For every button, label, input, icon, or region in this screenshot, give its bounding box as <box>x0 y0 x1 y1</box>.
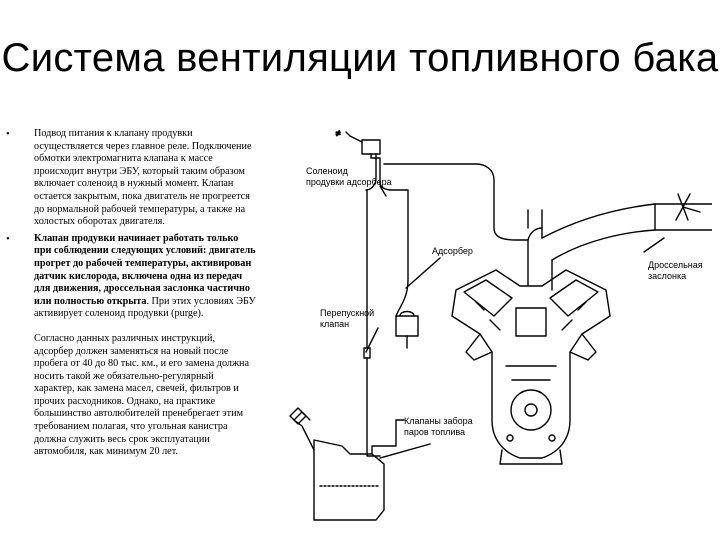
bullet-marker: • <box>6 128 10 140</box>
bullet-2-extra-text: Согласно данных различных инструкций, ад… <box>34 332 250 458</box>
bullet-2-text: Клапан продувки начинает работать только… <box>34 233 256 321</box>
intake-duct <box>541 203 712 261</box>
svg-text:≠: ≠ <box>336 129 341 138</box>
label-solenoid-line2: продувки адсорбера <box>306 177 392 187</box>
label-solenoid: Соленоид продувки адсорбера <box>306 166 392 187</box>
bullet-2-bold-text: Клапан продувки начинает работать только… <box>34 232 256 307</box>
label-bypass: Перепускной клапан <box>320 308 377 329</box>
label-vapor-valves: Клапаны забора паров топлива <box>404 416 475 437</box>
label-solenoid-line1: Соленоид <box>306 166 349 176</box>
purge-solenoid-icon <box>361 139 381 155</box>
pipe-to-plenum <box>527 227 543 241</box>
bullet-item-2: • Клапан продувки начинает работать толь… <box>4 233 256 459</box>
purge-line <box>370 153 409 317</box>
plenum <box>527 239 553 291</box>
label-adsorber: Адсорбер <box>432 246 473 256</box>
bullet-list: • Подвод питания к клапану продувки осущ… <box>4 128 256 459</box>
slide-title: Система вентиляции топливного бака <box>1 36 719 80</box>
bullet-1-text: Подвод питания к клапану продувки осущес… <box>34 128 252 228</box>
bullet-item-1: • Подвод питания к клапану продувки осущ… <box>4 128 256 229</box>
bullet-2-tail-text: . При этих условиях ЭБУ активирует солен… <box>34 295 256 320</box>
evap-system-diagram: ≠ <box>289 128 712 521</box>
vacuum-line <box>383 163 529 241</box>
bullet-marker: • <box>6 232 10 245</box>
engine-icon <box>451 269 611 465</box>
adsorber-canister-icon <box>395 315 419 337</box>
fuel-tank-icon <box>313 439 385 521</box>
label-throttle: Дроссельная заслонка <box>648 260 705 281</box>
